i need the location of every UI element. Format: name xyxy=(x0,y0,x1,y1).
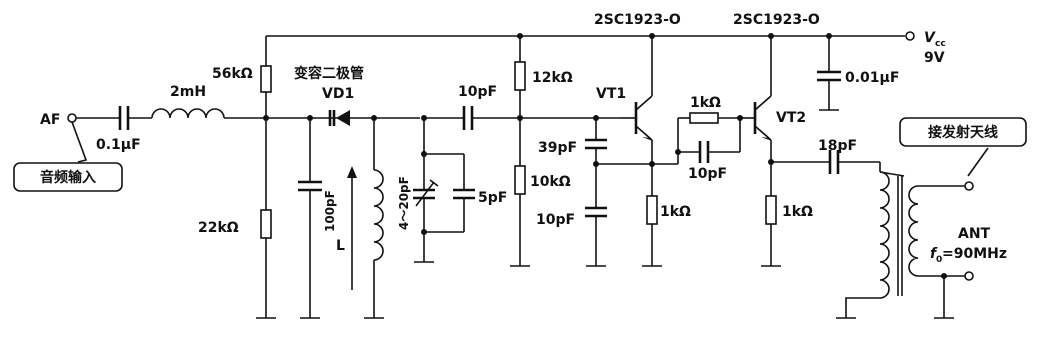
label-vt1-type: 2SC1923-O xyxy=(594,12,681,28)
inductor-l xyxy=(347,115,384,319)
label-af: AF xyxy=(40,112,60,128)
inductor-2mh xyxy=(151,108,420,119)
vcc-rail xyxy=(265,31,915,66)
label-r12k: 12kΩ xyxy=(532,70,573,86)
label-c100pf: 100pF xyxy=(323,190,337,232)
resistor-1k-coupling xyxy=(677,112,740,164)
resistor-56k xyxy=(260,65,272,118)
label-l: L xyxy=(336,238,345,254)
transistor-vt2 xyxy=(740,36,772,162)
audio-input-box: 音频输入 xyxy=(13,162,123,192)
antenna-box: 接发射天线 xyxy=(899,117,1027,147)
varicap-diode-vd1 xyxy=(328,110,350,126)
label-varicap-cn: 变容二极管 xyxy=(294,65,364,82)
label-c0-01uf: 0.01µF xyxy=(845,70,899,86)
label-r1k-vt1: 1kΩ xyxy=(660,204,691,220)
label-vt2: VT2 xyxy=(776,110,806,126)
resistor-22k xyxy=(256,118,276,319)
label-vcc: V cc 9V xyxy=(924,30,946,66)
label-f0: f 0 =90MHz xyxy=(930,246,1007,265)
svg-text:音频输入: 音频输入 xyxy=(40,169,96,186)
svg-text:cc: cc xyxy=(935,39,946,49)
svg-text:接发射天线: 接发射天线 xyxy=(928,124,998,141)
capacitor-0-01uf xyxy=(817,36,841,111)
label-r22k: 22kΩ xyxy=(198,220,239,236)
resistor-1k-emitter-vt1 xyxy=(642,164,662,267)
label-c10pf-shunt: 10pF xyxy=(536,212,575,228)
label-c5pf: 5pF xyxy=(478,190,507,206)
audio-input-terminal xyxy=(67,113,120,163)
capacitor-5pf xyxy=(421,151,475,235)
transistor-vt1 xyxy=(620,36,653,164)
label-inductor-2mh: 2mH xyxy=(170,84,206,100)
svg-text:0: 0 xyxy=(936,255,942,265)
resistor-10k xyxy=(510,165,530,267)
label-c39pf: 39pF xyxy=(538,140,577,156)
label-r10k: 10kΩ xyxy=(530,174,571,190)
resistor-1k-emitter-vt2 xyxy=(761,162,781,267)
label-c10pf-coupling: 10pF xyxy=(688,166,727,182)
resistor-12k xyxy=(514,36,526,166)
label-r56k: 56kΩ xyxy=(212,66,253,82)
label-r1k-coupling: 1kΩ xyxy=(690,95,721,111)
input-capacitor-0-1uf xyxy=(118,106,152,130)
label-vt2-type: 2SC1923-O xyxy=(733,12,820,28)
trimmer-capacitor-4-20pf xyxy=(413,115,439,263)
capacitor-100pf xyxy=(298,115,322,319)
svg-text:f: f xyxy=(930,246,938,262)
svg-text:9V: 9V xyxy=(924,50,945,66)
label-c10pf-series: 10pF xyxy=(458,84,497,100)
label-c4-20pf: 4～20pF xyxy=(397,176,411,230)
label-vd1: VD1 xyxy=(322,86,354,102)
label-c18pf: 18pF xyxy=(818,138,857,154)
output-transformer xyxy=(836,147,989,319)
svg-text:V: V xyxy=(924,30,936,46)
capacitor-39pf xyxy=(585,115,607,208)
label-vt1: VT1 xyxy=(596,86,626,102)
capacitor-10pf-shunt xyxy=(585,206,607,267)
label-ant: ANT xyxy=(958,226,991,242)
label-r1k-vt2: 1kΩ xyxy=(782,204,813,220)
capacitor-10pf-coupling xyxy=(678,118,741,163)
capacitor-18pf xyxy=(771,150,881,174)
svg-text:=90MHz: =90MHz xyxy=(942,246,1007,262)
label-cap-0-1uf: 0.1µF xyxy=(96,137,141,153)
